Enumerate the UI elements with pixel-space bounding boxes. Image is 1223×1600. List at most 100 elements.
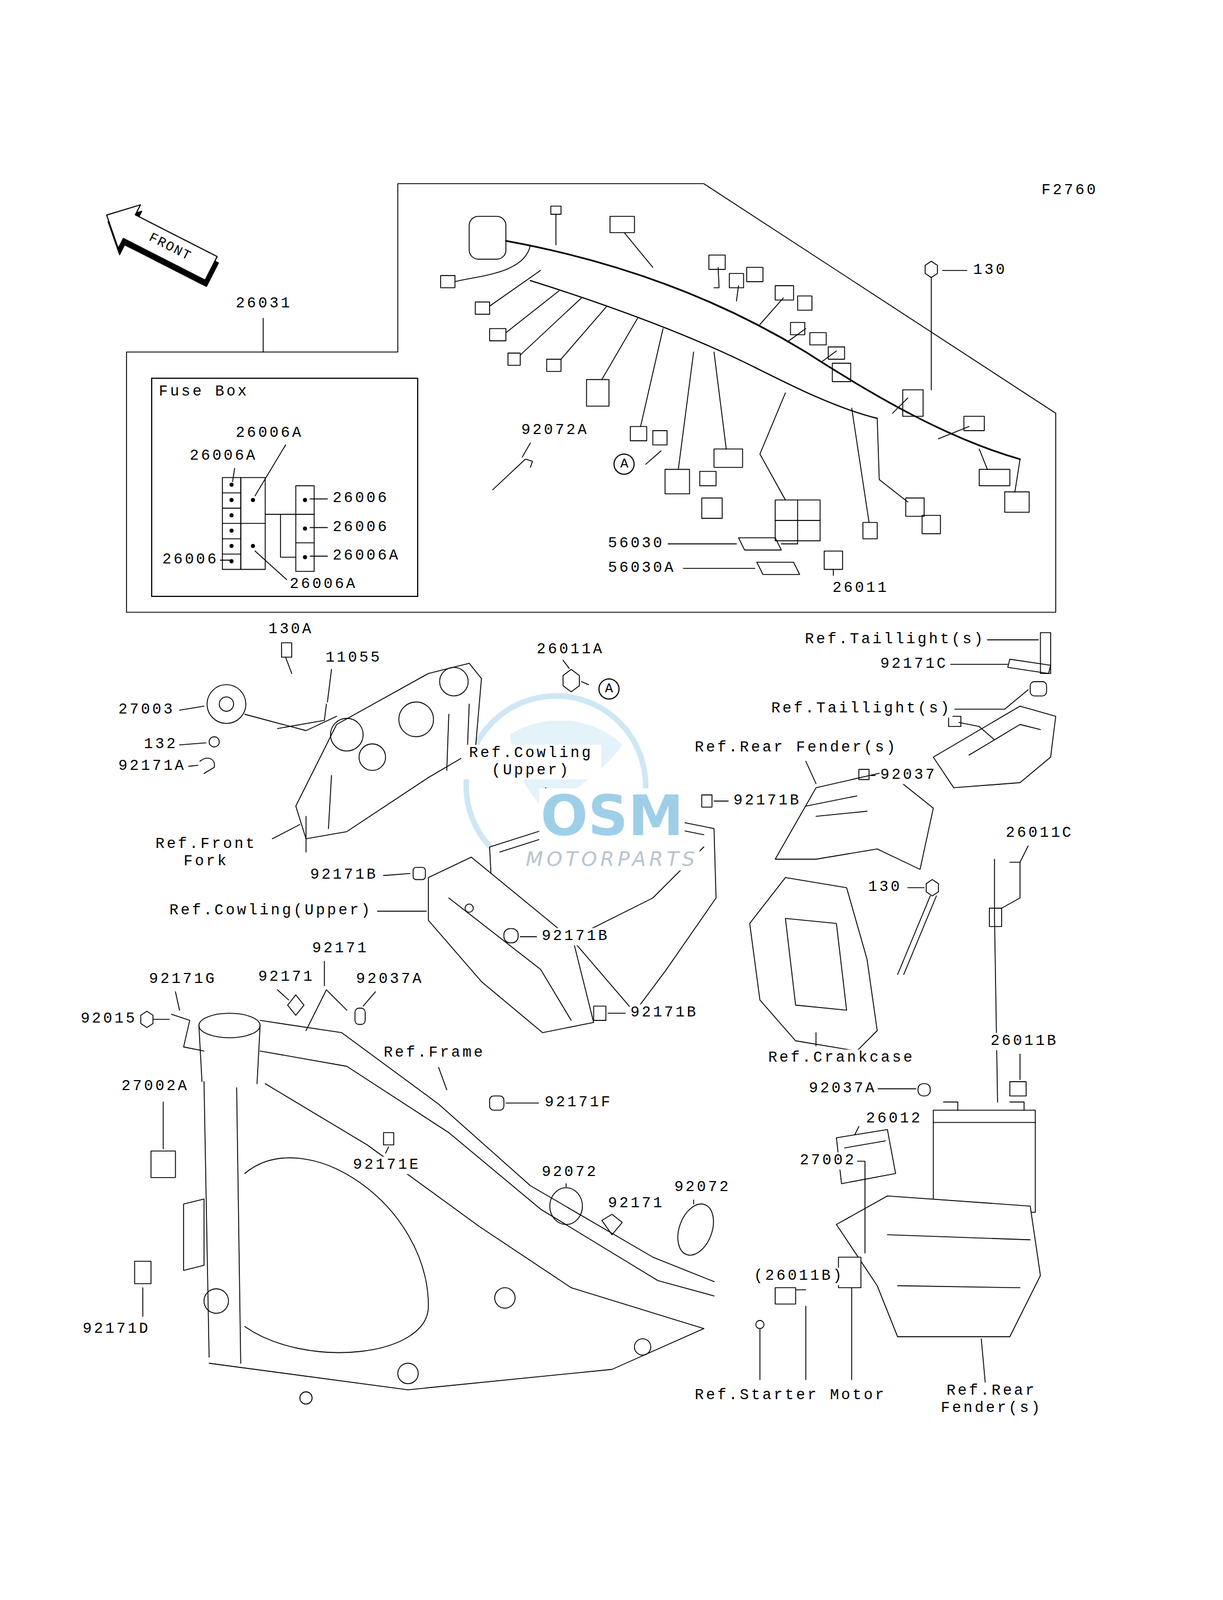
dot: [229, 513, 234, 517]
connector: [729, 273, 744, 288]
grommet: [355, 1007, 366, 1024]
battery-tray: [836, 1195, 1041, 1337]
harness-branch: [877, 418, 908, 502]
leader-line: [981, 1338, 986, 1384]
harness-branch: [561, 306, 607, 360]
leader-line: [254, 550, 287, 580]
leader-line: [254, 444, 286, 496]
arrow-body: [95, 192, 222, 290]
box-heading: Fuse Box: [158, 383, 250, 401]
callout-number: (26011B): [752, 1267, 846, 1285]
leader-line: [805, 760, 816, 783]
callout-number: 27002A: [120, 1077, 191, 1095]
leader-line: [285, 656, 292, 674]
leader-line: [142, 1287, 144, 1316]
battery-lead: [1001, 862, 1021, 908]
callout-number: 92072: [540, 1163, 599, 1181]
leader-line: [363, 991, 376, 1007]
grommet: [413, 867, 426, 880]
clamp: [287, 994, 304, 1015]
harness-branch: [892, 397, 908, 413]
battery: [933, 1109, 1036, 1212]
steering-head: [199, 1012, 261, 1038]
callout-number: 26006A: [288, 575, 359, 593]
relay-box: [775, 499, 820, 541]
rear-fender: [775, 771, 934, 870]
triple-clamp: [295, 663, 482, 839]
connector: [828, 346, 845, 360]
harness-branch: [760, 297, 784, 325]
relay: [151, 1150, 176, 1178]
connector: [475, 301, 490, 314]
leader-line: [162, 1101, 164, 1149]
callout-number: 92037A: [808, 1079, 878, 1097]
relay-box-detail: [775, 519, 820, 521]
nut: [209, 736, 220, 747]
fender-detail: [805, 795, 868, 817]
connector: [790, 322, 805, 335]
connector: [862, 521, 878, 539]
front-arrow: [93, 192, 226, 297]
connector: [809, 332, 826, 345]
connector: [610, 216, 635, 233]
connector: [713, 448, 743, 468]
clamp: [134, 1260, 151, 1284]
leader-line: [272, 824, 300, 839]
leader-line: [907, 887, 925, 889]
clip: [858, 769, 869, 780]
leader-line: [505, 1101, 539, 1104]
clip: [593, 1005, 606, 1021]
callout-number: 92171: [257, 968, 316, 986]
leader-line: [520, 935, 537, 937]
horn: [206, 684, 246, 724]
leader-line: [795, 1288, 806, 1290]
leader-line: [385, 1146, 389, 1153]
reference-marker: A: [598, 678, 620, 700]
reference-label: Ref.Taillight(s): [803, 630, 986, 649]
reference-label: Ref.Taillight(s): [770, 700, 953, 718]
callout-number: 92171A: [117, 757, 187, 775]
callout-number: 132: [142, 736, 180, 754]
connector: [921, 515, 941, 534]
bracket: [277, 703, 327, 729]
bolt: [281, 642, 292, 657]
harness-branch: [760, 392, 786, 500]
leader-line: [987, 639, 1038, 641]
leader-line: [310, 498, 328, 556]
dot: [229, 498, 234, 502]
grommet: [504, 927, 519, 943]
fork-tube-top: [330, 718, 364, 752]
leader-line: [324, 960, 326, 986]
leader-line: [179, 706, 205, 710]
strap: [1007, 659, 1051, 674]
steering-head: [199, 1025, 261, 1084]
callout-number: 56030A: [606, 559, 677, 577]
reference-label: Ref.Rear Fender(s): [933, 1381, 1051, 1417]
callout-number: 92171C: [879, 655, 950, 673]
terminal-cover: [1009, 1081, 1027, 1096]
leader-line: [871, 774, 876, 776]
leader-line: [781, 540, 798, 544]
connector: [708, 254, 725, 270]
reference-marker: A: [613, 453, 635, 475]
terminal-cap: [917, 1083, 931, 1096]
harness-branch: [489, 270, 541, 307]
dot: [250, 498, 255, 502]
callout-number: 92037: [879, 766, 939, 785]
leader-line: [262, 318, 264, 352]
connector: [665, 469, 690, 494]
callout-number: 92072: [673, 1178, 732, 1196]
clip: [383, 1132, 394, 1145]
dot: [302, 526, 307, 531]
connector: [586, 379, 609, 406]
callout-number: 92171D: [81, 1320, 152, 1338]
connector: [824, 550, 843, 570]
engine-bay: [244, 1157, 429, 1352]
leader-line: [327, 669, 332, 703]
harness-clamp: [306, 989, 347, 1031]
connector: [775, 1287, 796, 1304]
harness-branch: [820, 350, 836, 362]
nut: [140, 1011, 153, 1028]
ground-lead: [897, 895, 937, 975]
